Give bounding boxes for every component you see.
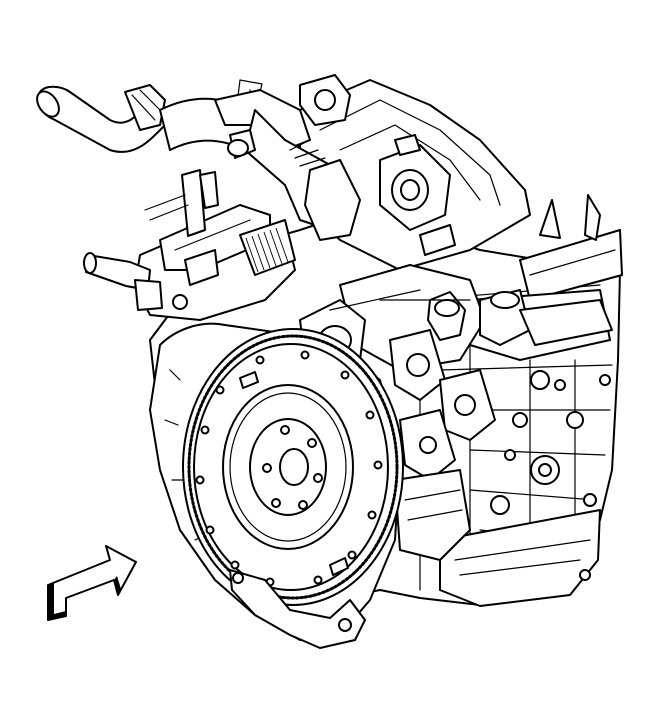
upper-coolant-hose <box>36 84 361 241</box>
flywheel-holes <box>195 350 383 587</box>
thermostat-housing <box>299 264 613 561</box>
view-direction-arrow-icon <box>47 545 137 621</box>
flywheel <box>149 322 404 649</box>
coolant-outlet-assembly <box>83 169 296 321</box>
